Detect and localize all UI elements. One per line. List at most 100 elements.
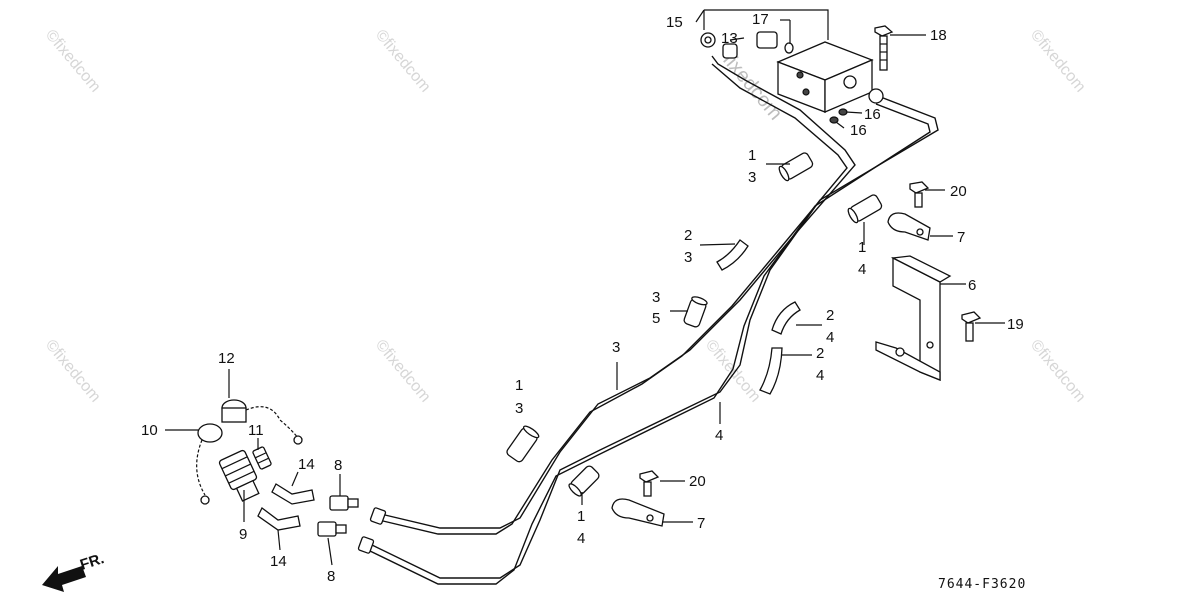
o-ring-13-hole — [704, 36, 712, 44]
bolts — [639, 25, 982, 497]
clip-16-b — [829, 116, 839, 124]
part-label: 12 — [218, 350, 235, 367]
pipe-3-inner — [382, 63, 848, 535]
part-label: 20 — [950, 183, 967, 200]
bolt-18 — [874, 25, 894, 71]
block-port — [796, 71, 804, 79]
part-label: 3 — [748, 169, 756, 186]
pipe-4 — [371, 95, 939, 579]
part-label: 5 — [652, 310, 660, 327]
fitting-right — [868, 88, 884, 104]
part-label: 14 — [270, 553, 287, 570]
block-fitting — [843, 75, 857, 89]
front-arrow-icon — [42, 566, 86, 592]
part-label: 19 — [1007, 316, 1024, 333]
front-direction-indicator: FR. — [42, 550, 106, 592]
watermark: ©fixedcom — [42, 27, 104, 96]
part-label: 1 — [748, 147, 756, 164]
chain-10 — [196, 439, 206, 496]
cap-10 — [197, 423, 223, 443]
sleeve-3-5 — [683, 296, 708, 328]
leader-lines — [165, 9, 1005, 566]
part-label: 3 — [515, 400, 523, 417]
pipe-3 — [384, 55, 856, 529]
part-label: 4 — [858, 261, 866, 278]
fitting-8-upper — [329, 495, 359, 511]
bolt-20-upper — [909, 181, 930, 208]
part-label: 4 — [715, 427, 723, 444]
part-label: 3 — [612, 339, 620, 356]
part-label: 10 — [141, 422, 158, 439]
coupler-9 — [218, 449, 260, 502]
part-label: 13 — [721, 30, 738, 47]
part-label: 6 — [968, 277, 976, 294]
pipe-4-inner — [369, 103, 931, 585]
sleeve-2-4-b — [759, 347, 783, 395]
bolt-19 — [961, 311, 982, 342]
part-label: 15 — [666, 14, 683, 31]
sleeve-1-3-upper — [778, 152, 814, 182]
bolt-20-lower — [639, 470, 660, 497]
watermark: ©fixedcom — [702, 337, 764, 406]
elbow-17 — [756, 31, 778, 49]
clamp-7-upper — [887, 212, 931, 241]
coupler-assembly — [196, 399, 387, 554]
clip-16 — [838, 108, 848, 116]
part-label: 4 — [826, 329, 834, 346]
washer-17 — [784, 42, 794, 54]
watermark-center: fixedcom — [718, 49, 786, 124]
part-label: 1 — [858, 239, 866, 256]
watermark: ©fixedcom — [372, 27, 434, 96]
elbow-14-lower — [257, 507, 301, 531]
pipe-lines — [369, 55, 939, 585]
part-label: 14 — [298, 456, 315, 473]
part-label: 2 — [826, 307, 834, 324]
part-label: 8 — [334, 457, 342, 474]
part-label: 16 — [864, 106, 881, 123]
sleeve-1-4-lower — [568, 465, 600, 497]
pipe-nut-4 — [357, 536, 375, 554]
watermark: ©fixedcom — [372, 337, 434, 406]
part-label: 7 — [697, 515, 705, 532]
part-label: 2 — [816, 345, 824, 362]
chain-10-ring — [200, 495, 210, 505]
pipe-nut-3 — [369, 507, 387, 525]
clamps — [611, 212, 931, 527]
part-label: 20 — [689, 473, 706, 490]
part-label: 3 — [652, 289, 660, 306]
sleeve-1-3-lower — [506, 425, 540, 463]
part-label: 2 — [684, 227, 692, 244]
cap-12-body — [221, 407, 247, 423]
bracket-6 — [875, 255, 952, 381]
junction-block — [700, 31, 884, 124]
fitting-13 — [722, 43, 738, 59]
fitting-8-lower — [317, 521, 347, 537]
watermark: ©fixedcom — [1027, 27, 1089, 96]
elbow-14-upper — [271, 483, 315, 505]
sleeve-2-4-a — [771, 301, 801, 335]
part-label: 1 — [515, 377, 523, 394]
front-label: FR. — [78, 550, 106, 574]
part-label: 17 — [752, 11, 769, 28]
part-label: 7 — [957, 229, 965, 246]
sleeve-2-3 — [716, 239, 749, 271]
sleeve-1-4-upper — [847, 194, 883, 224]
part-label: 11 — [248, 422, 264, 439]
part-label: 8 — [327, 568, 335, 585]
part-label: 3 — [684, 249, 692, 266]
watermark: ©fixedcom — [42, 337, 104, 406]
watermark: ©fixedcom — [1027, 337, 1089, 406]
part-label: 4 — [816, 367, 824, 384]
nipple-11 — [252, 446, 272, 470]
hose-sleeves — [506, 152, 883, 497]
block-port — [802, 88, 810, 96]
chain-ring — [293, 435, 303, 445]
part-label: 4 — [577, 530, 585, 547]
part-label: 1 — [577, 508, 585, 525]
part-label: 16 — [850, 122, 867, 139]
clamp-7-lower — [611, 498, 665, 527]
diagram-code: 7644-F3620 — [938, 577, 1026, 592]
part-label: 9 — [239, 526, 247, 543]
part-label: 18 — [930, 27, 947, 44]
